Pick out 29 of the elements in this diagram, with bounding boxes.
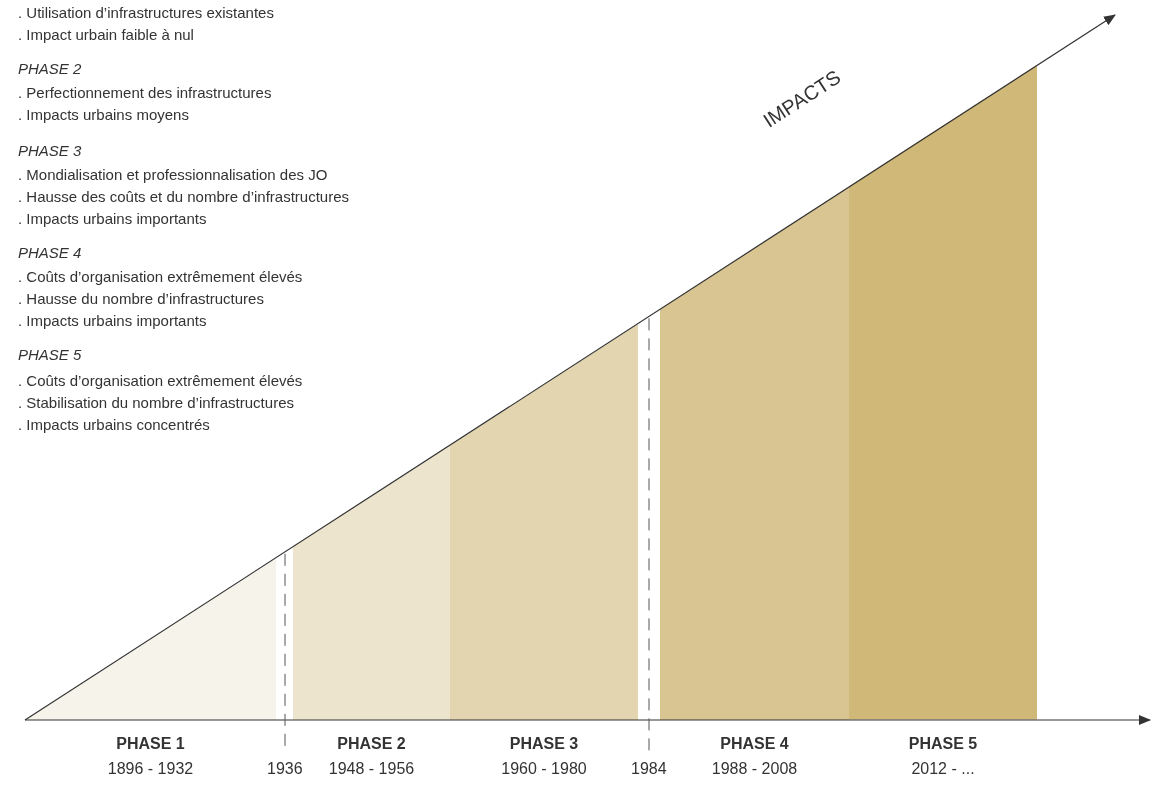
phase-title: PHASE 1 [116, 735, 185, 753]
phase-title: PHASE 4 [720, 735, 789, 753]
note-text: . Perfectionnement des infrastructures [18, 84, 272, 102]
phase-title: PHASE 5 [908, 735, 978, 753]
note-text: . Impacts urbains importants [18, 210, 207, 228]
phase-heading: PHASE 5 [18, 346, 82, 364]
note-text: . Coûts d’organisation extrêmement élevés [18, 268, 303, 286]
note-text: . Hausse du nombre d’infrastructures [18, 290, 264, 308]
phase-heading: PHASE 3 [18, 142, 82, 160]
year-range: 1948 - 1956 [328, 760, 415, 778]
phase-title: PHASE 3 [509, 735, 579, 753]
phase-heading: PHASE 2 [18, 60, 82, 78]
year-range: 1896 - 1932 [107, 760, 194, 778]
note-text: . Mondialisation et professionnalisation des JO [18, 166, 328, 184]
phase-title: PHASE 2 [337, 735, 406, 753]
note-text: . Coûts d’organisation extrêmement élevés [18, 372, 303, 390]
note-text: . Impacts urbains concentrés [18, 416, 210, 434]
note-text: . Impact urbain faible à nul [18, 26, 194, 44]
note-text: . Stabilisation du nombre d’infrastructures [18, 394, 294, 412]
year-label: 1984 [631, 760, 667, 778]
note-text: . Impacts urbains importants [18, 312, 207, 330]
year-range: 1960 - 1980 [501, 760, 587, 778]
phase-heading: PHASE 4 [18, 244, 82, 262]
note-text: . Impacts urbains moyens [18, 106, 189, 124]
year-range: 1988 - 2008 [711, 760, 798, 778]
year-label: 1936 [267, 760, 303, 778]
note-text: . Hausse des coûts et du nombre d’infrastructures [18, 188, 349, 206]
note-text: . Utilisation d’infrastructures existantes [18, 4, 274, 22]
year-range: 2012 - ... [911, 760, 975, 778]
